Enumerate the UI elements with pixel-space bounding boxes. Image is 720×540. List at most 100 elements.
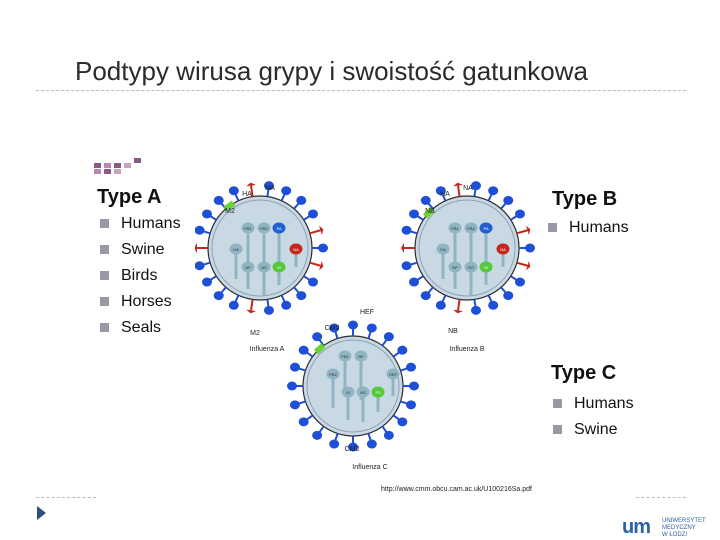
type-c-host-list: Humans Swine [553, 394, 634, 446]
type-c-heading: Type C [551, 362, 617, 384]
na-spike-head [401, 243, 404, 253]
nb-label-bottom: NB [448, 328, 458, 335]
rna-segment-label: PB1 [244, 226, 252, 231]
na-spike-head [453, 182, 463, 187]
na-spike-head [319, 260, 324, 271]
host-label: Horses [121, 293, 172, 310]
na-spike [457, 299, 461, 311]
ha-spike-head [312, 332, 323, 342]
rna-segment-head [448, 261, 462, 273]
m2-label-bottom: M2 [250, 330, 260, 337]
list-item: Horses [100, 292, 181, 318]
ha-spike-head [514, 209, 525, 219]
ha-spike-head [514, 277, 525, 287]
rna-segment-label: M [346, 390, 349, 395]
logo-wordmark: UNIWERSYTET MEDYCZNY W ŁODZI [662, 518, 706, 539]
ha-spike-head [525, 243, 535, 253]
na-spike [250, 185, 254, 197]
rna-segment-head [241, 261, 255, 273]
ha-spike-head [503, 195, 514, 205]
ha-spike-head [488, 300, 499, 310]
square-bullet-icon [553, 399, 562, 408]
list-item: Seals [100, 318, 181, 344]
rna-segment-label: PB2 [260, 226, 268, 231]
rna-segment-label: NS [468, 265, 474, 270]
nb-label: NB [425, 208, 435, 215]
footer-divider-right [636, 497, 686, 498]
list-item: Swine [553, 420, 634, 446]
ha-spike-head [409, 381, 419, 391]
type-a-heading: Type A [97, 186, 162, 208]
list-item: Swine [100, 240, 181, 266]
ha-spike-head [435, 186, 446, 196]
na-spike-head [246, 309, 256, 314]
ha-spike-head [406, 400, 417, 410]
square-bullet-icon [553, 425, 562, 434]
rna-segment-label: M [277, 265, 280, 270]
ha-spike-head [298, 345, 309, 355]
logo-line: UNIWERSYTET [662, 518, 706, 524]
host-label: Swine [574, 421, 618, 438]
cm2-label: CM2 [325, 325, 340, 332]
rna-segment-label: NP [245, 265, 251, 270]
rna-segment-label: P3 [376, 390, 382, 395]
square-bullet-icon [100, 323, 109, 332]
rna-segment-head [229, 243, 243, 255]
host-label: Humans [574, 395, 634, 412]
rna-segment-label: NP [358, 354, 364, 359]
ha-spike-head [289, 362, 300, 372]
host-label: Humans [121, 215, 181, 232]
virus-caption: Influenza B [449, 346, 484, 353]
ha-spike-head [307, 277, 318, 287]
ha-spike-head [348, 442, 358, 452]
list-item: Humans [548, 218, 629, 244]
rna-segment-label: HA [440, 247, 446, 252]
na-spike-head [526, 225, 531, 236]
rna-segment-label: PB2 [329, 372, 337, 377]
rna-segment-label: NS [360, 390, 366, 395]
na-spike-head [453, 309, 463, 314]
virus-caption: Influenza C [352, 464, 387, 471]
footer-divider-left [36, 497, 96, 498]
rna-segment-label: PB1 [341, 354, 349, 359]
rna-segment-head [464, 261, 478, 273]
ha-spike-head [195, 225, 205, 235]
rna-segment-head [479, 222, 493, 234]
ha-spike-head [312, 430, 323, 440]
rna-segment-label: HA [233, 247, 239, 252]
hef-label: HEF [360, 309, 374, 316]
ion-channel [223, 200, 236, 212]
source-url: http://www.cmm.obcu.cam.ac.uk/U100216Sa.… [381, 486, 532, 493]
ha-spike-head [348, 320, 358, 330]
logo-line: W ŁODZI [662, 532, 687, 538]
rna-segment-head [257, 261, 271, 273]
ha-spike-head [488, 186, 499, 196]
ha-spike-head [470, 305, 481, 315]
rna-segment-label: M [484, 265, 487, 270]
ha-spike-head [287, 381, 297, 391]
next-slide-arrow-icon[interactable] [37, 506, 46, 520]
na-spike [516, 261, 528, 267]
type-b-heading: Type B [552, 188, 618, 210]
cm2-label-bottom: CM2 [345, 446, 360, 453]
square-bullet-icon [100, 271, 109, 280]
host-label: Swine [121, 241, 165, 258]
rna-segment-head [436, 243, 450, 255]
ha-label: HA [242, 191, 252, 198]
ha-spike-head [435, 300, 446, 310]
rna-segment-label: PB1 [451, 226, 459, 231]
host-label: Birds [121, 267, 158, 284]
ha-spike-head [329, 323, 340, 333]
ha-spike-head [409, 209, 420, 219]
ha-spike-head [401, 261, 412, 271]
rna-segment-head [386, 368, 400, 380]
type-a-host-list: Humans Swine Birds Horses Seals [100, 214, 181, 344]
type-b-host-list: Humans [548, 218, 629, 244]
ha-spike-head [318, 243, 328, 253]
virus-caption: Influenza A [250, 346, 285, 353]
ha-spike-head [213, 291, 224, 301]
na-spike-head [195, 243, 197, 253]
slide-title: Podtypy wirusa grypy i swoistość gatunko… [75, 56, 589, 86]
ha-spike-head [503, 291, 514, 301]
na-spike [250, 299, 254, 311]
